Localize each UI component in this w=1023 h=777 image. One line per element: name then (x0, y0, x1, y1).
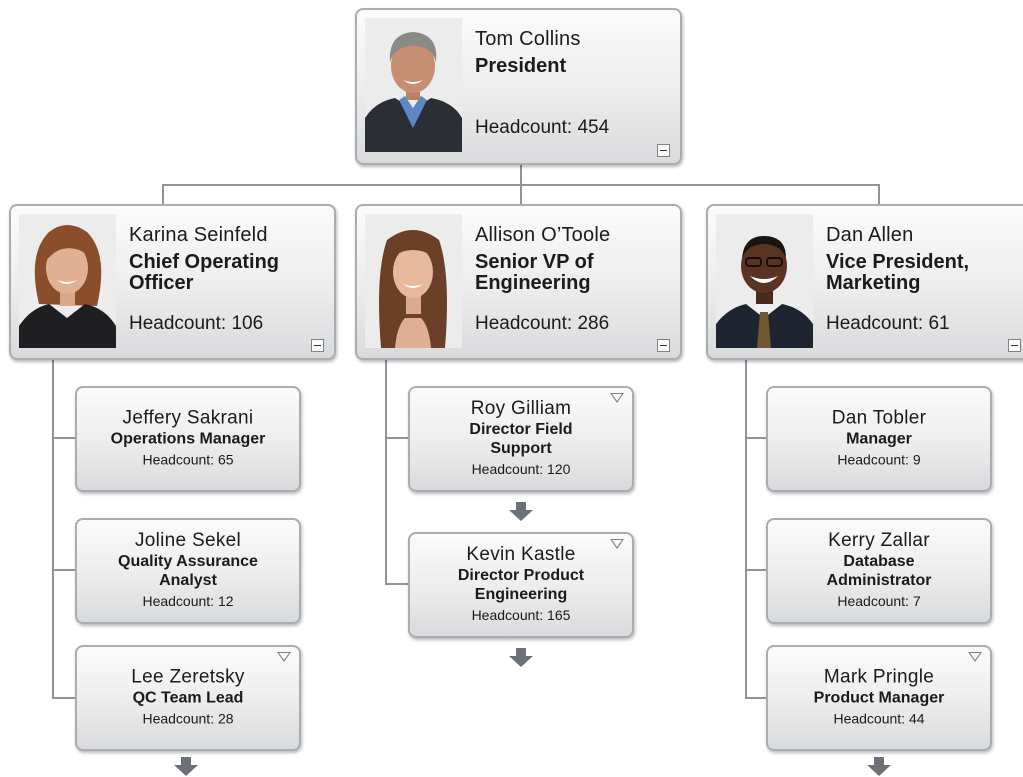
headcount: Headcount: 61 (826, 313, 950, 334)
photo-tom-collins (365, 18, 462, 152)
headcount: Headcount: 165 (471, 607, 571, 623)
expand-triangle-icon[interactable] (610, 393, 624, 403)
job-title: Quality Assurance Analyst (118, 553, 258, 589)
job-title: President (475, 55, 567, 77)
expand-down-arrow-icon[interactable] (509, 502, 533, 522)
job-title: Manager (846, 430, 912, 448)
headcount: Headcount: 106 (129, 313, 264, 334)
headcount: Headcount: 9 (837, 451, 921, 468)
org-card-mark-pringle[interactable]: Mark Pringle Product Manager Headcount: … (766, 645, 992, 751)
person-name: Roy Gilliam (470, 398, 572, 419)
headcount: Headcount: 65 (142, 451, 234, 468)
person-name: Dan Tobler (831, 407, 927, 429)
headcount: Headcount: 12 (142, 593, 234, 609)
org-card-dan-allen[interactable]: Dan Allen Vice President, Marketing Head… (706, 204, 1023, 360)
expand-down-arrow-icon[interactable] (174, 757, 198, 777)
collapse-icon[interactable] (657, 339, 670, 352)
job-title: Vice President, Marketing (826, 251, 970, 294)
job-title: Director Field Support (469, 421, 573, 457)
org-card-allison-otoole[interactable]: Allison O’Toole Senior VP of Engineering… (355, 204, 682, 360)
photo-karina-seinfeld (19, 214, 116, 348)
headcount: Headcount: 7 (837, 593, 921, 609)
connector-dan-r3 (745, 697, 767, 699)
job-title: QC Team Lead (132, 689, 244, 707)
connector-karina-r2 (52, 569, 76, 571)
headcount: Headcount: 286 (475, 313, 610, 334)
connector-root-down (520, 164, 522, 186)
connector-dan-r1 (745, 437, 767, 439)
org-card-roy-gilliam[interactable]: Roy Gilliam Director Field Support Headc… (408, 386, 634, 492)
connector-allison-r2 (385, 583, 409, 585)
org-card-karina-seinfeld[interactable]: Karina Seinfeld Chief Operating Officer … (9, 204, 336, 360)
org-card-joline-sekel[interactable]: Joline Sekel Quality Assurance Analyst H… (75, 518, 301, 624)
job-title: Product Manager (813, 689, 945, 707)
org-card-lee-zeretsky[interactable]: Lee Zeretsky QC Team Lead Headcount: 28 (75, 645, 301, 751)
org-card-kevin-kastle[interactable]: Kevin Kastle Director Product Engineerin… (408, 532, 634, 638)
connector-allison-r1 (385, 437, 409, 439)
job-title: Senior VP of Engineering (475, 251, 594, 294)
connector-karina-r1 (52, 437, 76, 439)
person-name: Allison O’Toole (475, 224, 611, 246)
person-name: Joline Sekel (134, 530, 242, 551)
connector-to-dan-allen (878, 184, 880, 206)
connector-to-karina (162, 184, 164, 206)
person-name: Kerry Zallar (828, 530, 930, 551)
headcount: Headcount: 44 (833, 710, 925, 727)
job-title: Database Administrator (826, 553, 932, 589)
person-name: Lee Zeretsky (131, 666, 245, 688)
org-card-kerry-zallar[interactable]: Kerry Zallar Database Administrator Head… (766, 518, 992, 624)
connector-karina-branch (52, 359, 54, 698)
org-card-jeffery-sakrani[interactable]: Jeffery Sakrani Operations Manager Headc… (75, 386, 301, 492)
photo-dan-allen (716, 214, 813, 348)
collapse-icon[interactable] (1008, 339, 1021, 352)
headcount: Headcount: 120 (471, 461, 571, 477)
collapse-icon[interactable] (657, 144, 670, 157)
expand-down-arrow-icon[interactable] (867, 757, 891, 777)
org-card-tom-collins[interactable]: Tom Collins President Headcount: 454 (355, 8, 682, 165)
connector-dan-r2 (745, 569, 767, 571)
expand-down-arrow-icon[interactable] (509, 648, 533, 668)
job-title: Operations Manager (110, 430, 266, 448)
org-card-dan-tobler[interactable]: Dan Tobler Manager Headcount: 9 (766, 386, 992, 492)
expand-triangle-icon[interactable] (968, 652, 982, 662)
person-name: Jeffery Sakrani (122, 407, 254, 429)
person-name: Kevin Kastle (466, 544, 576, 565)
headcount: Headcount: 28 (142, 710, 234, 727)
person-name: Karina Seinfeld (129, 224, 268, 246)
person-name: Tom Collins (475, 28, 581, 50)
connector-to-allison (520, 184, 522, 206)
collapse-icon[interactable] (311, 339, 324, 352)
job-title: Chief Operating Officer (129, 251, 280, 294)
person-name: Mark Pringle (823, 666, 935, 688)
connector-allison-branch (385, 359, 387, 585)
connector-karina-r3 (52, 697, 76, 699)
headcount: Headcount: 454 (475, 117, 610, 138)
photo-allison-otoole (365, 214, 462, 348)
job-title: Director Product Engineering (457, 567, 585, 603)
expand-triangle-icon[interactable] (277, 652, 291, 662)
expand-triangle-icon[interactable] (610, 539, 624, 549)
person-name: Dan Allen (826, 224, 914, 246)
connector-dan-branch (745, 359, 747, 698)
